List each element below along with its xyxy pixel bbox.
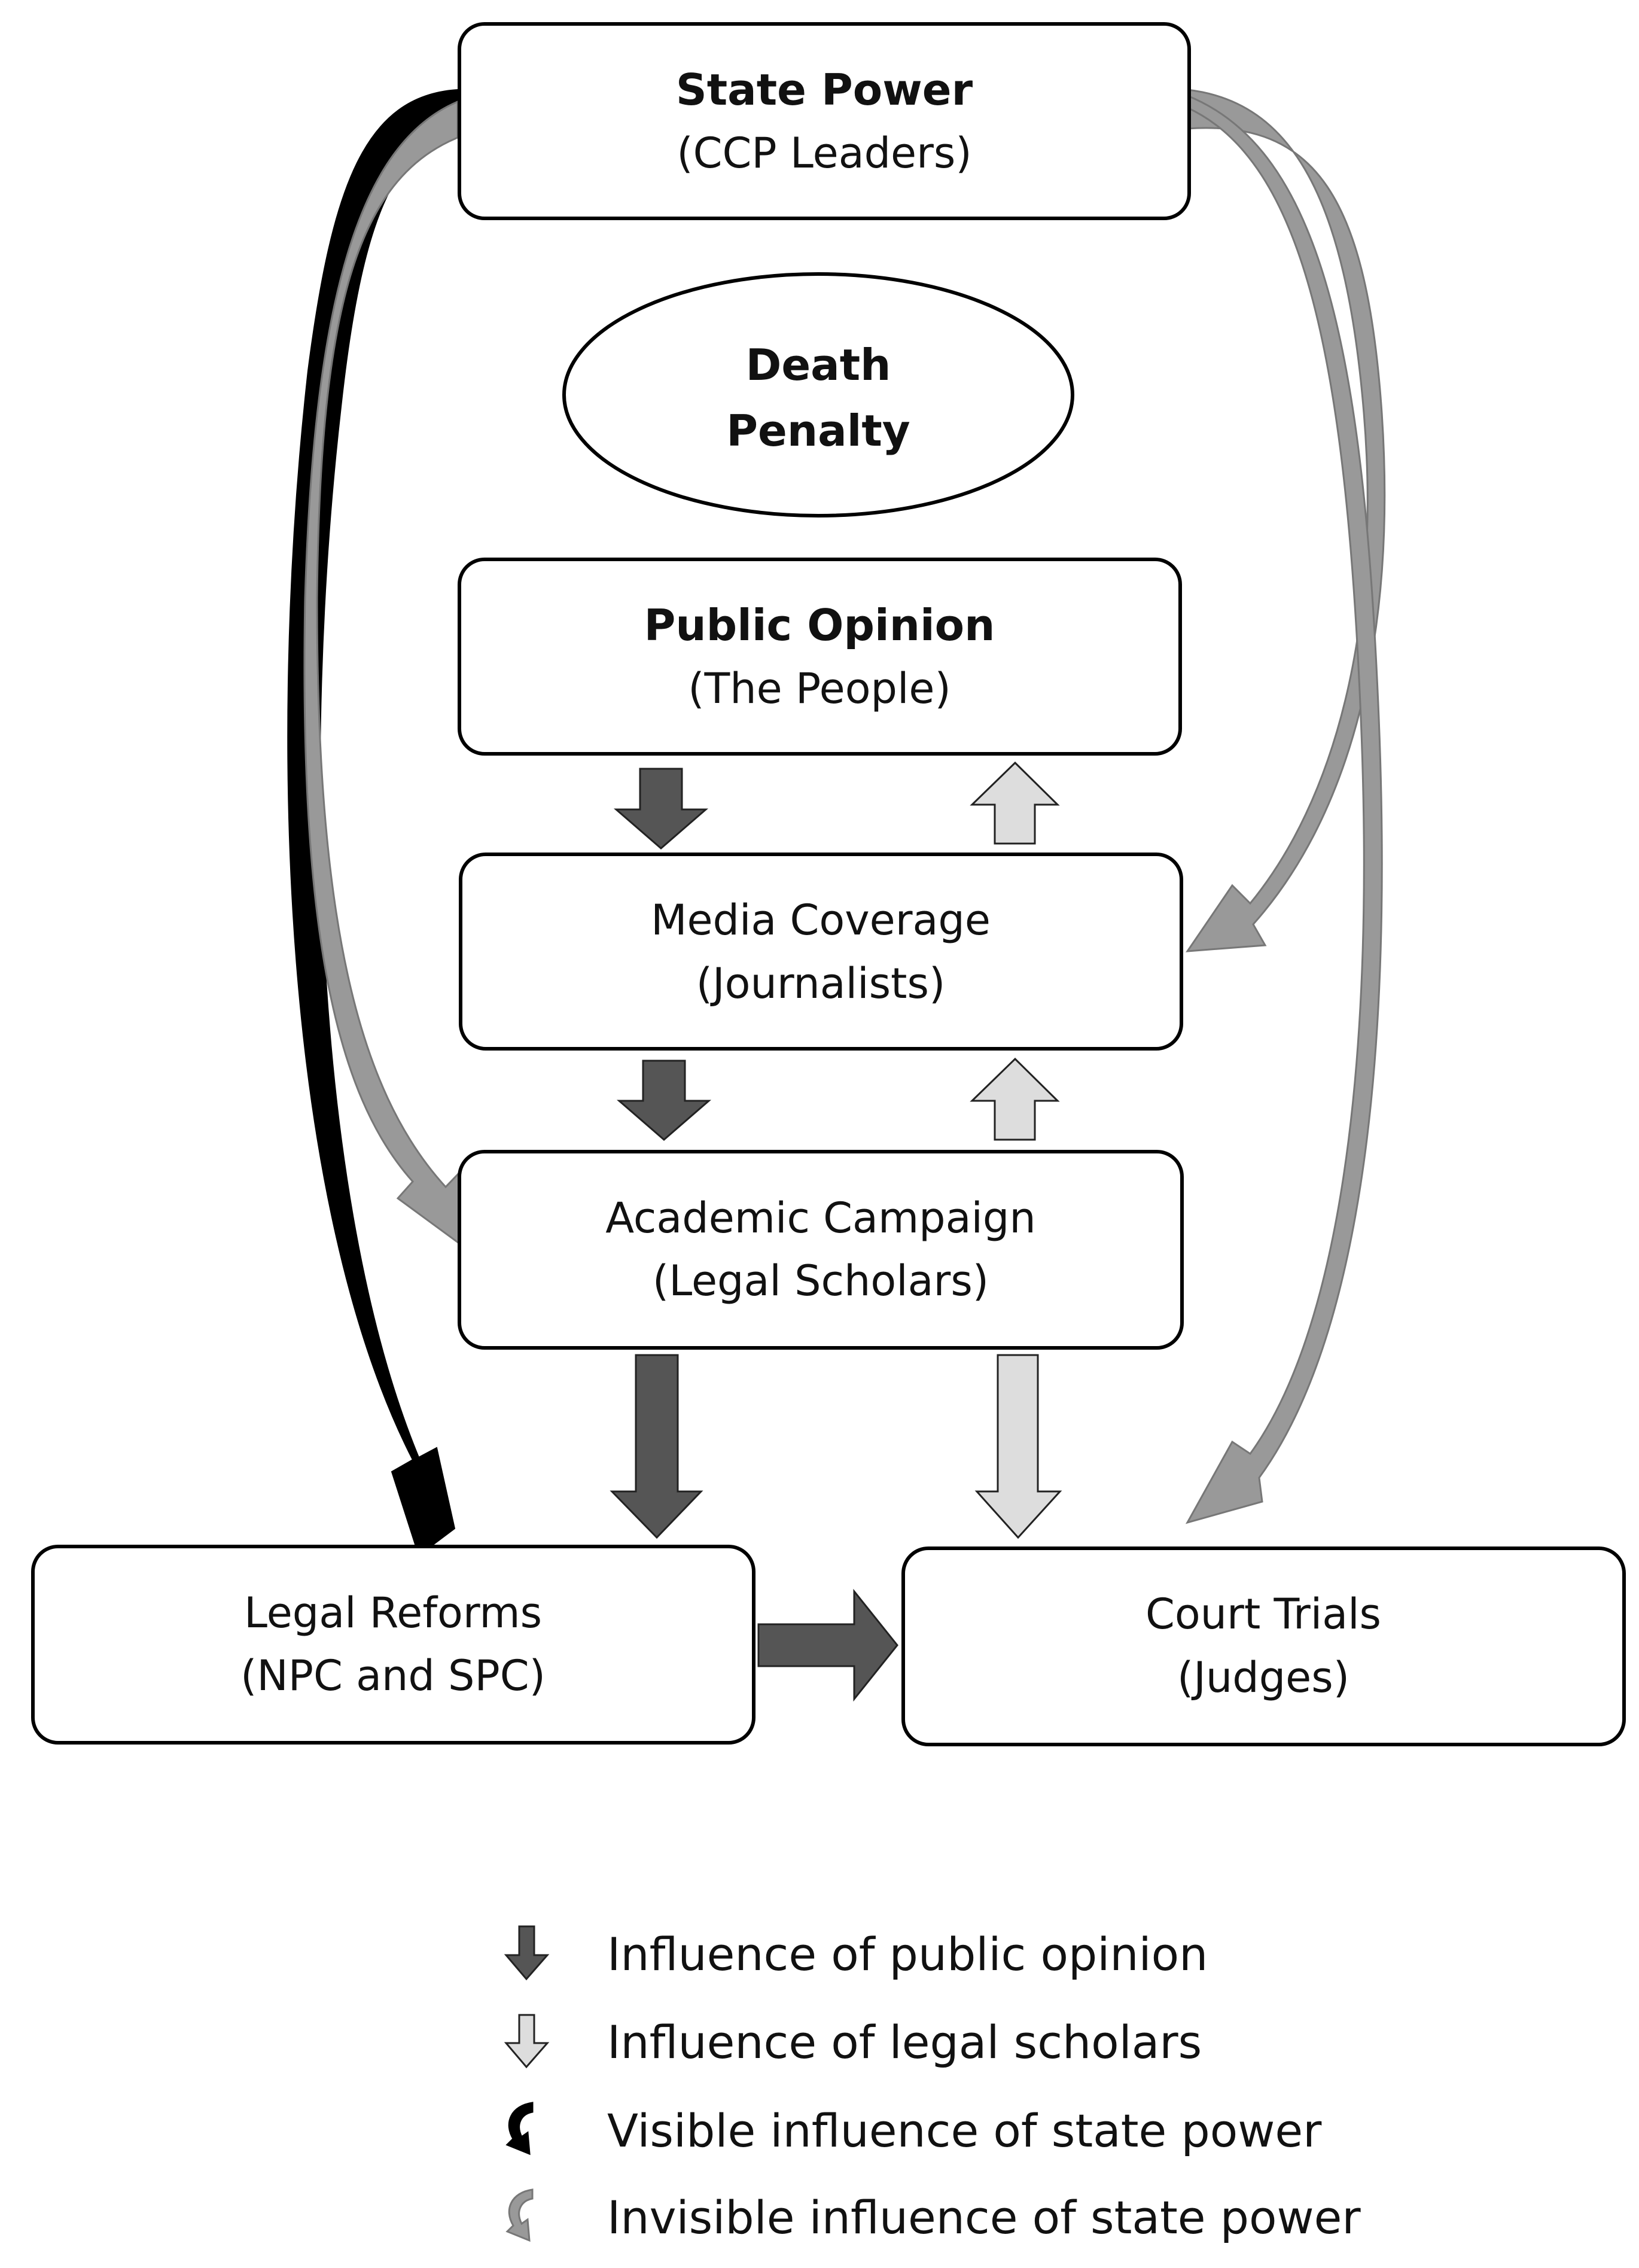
court-trials-subtitle: (Judges) — [1177, 1653, 1349, 1702]
invisible-state-influence-arrow-media — [1186, 89, 1386, 952]
legal-reforms-to-court-trials-arrow — [757, 1588, 898, 1702]
academic-campaign-title: Academic Campaign — [605, 1194, 1035, 1243]
public-to-media-arrow — [613, 768, 709, 850]
media-coverage-subtitle: (Journalists) — [696, 959, 946, 1008]
legend-item: Invisible influence of state power — [505, 2188, 1361, 2244]
legend-item: Visible influence of state power — [505, 2102, 1322, 2157]
legal-reforms-title: Legal Reforms — [244, 1588, 542, 1637]
light-gray-down-arrow-icon — [504, 2014, 550, 2069]
state-power-subtitle: (CCP Leaders) — [677, 129, 971, 178]
legend-label: Invisible influence of state power — [607, 2191, 1361, 2244]
death-penalty-ellipse: Death Penalty — [562, 272, 1074, 517]
death-penalty-line1: Death — [746, 340, 891, 390]
court-trials-title: Court Trials — [1146, 1590, 1381, 1639]
visible-state-influence-arrow — [287, 89, 458, 1557]
academic-to-legal-reforms-arrow — [610, 1354, 703, 1539]
gray-curved-arrow-icon — [505, 2188, 534, 2242]
academic-to-media-arrow — [970, 1057, 1060, 1141]
legend-label: Influence of legal scholars — [607, 2016, 1202, 2069]
public-opinion-title: Public Opinion — [644, 600, 995, 650]
dark-gray-down-arrow-icon — [504, 1925, 550, 1981]
public-opinion-box: Public Opinion (The People) — [458, 558, 1182, 756]
media-to-public-arrow — [970, 761, 1060, 845]
public-opinion-subtitle: (The People) — [688, 664, 951, 713]
state-power-title: State Power — [676, 65, 973, 115]
academic-to-court-trials-arrow — [974, 1354, 1062, 1539]
media-to-academic-arrow — [616, 1060, 712, 1141]
legend-item: Influence of public opinion — [504, 1925, 1208, 1981]
state-power-box: State Power (CCP Leaders) — [458, 22, 1191, 220]
legal-reforms-subtitle: (NPC and SPC) — [240, 1651, 546, 1700]
academic-campaign-box: Academic Campaign (Legal Scholars) — [458, 1150, 1184, 1350]
academic-campaign-subtitle: (Legal Scholars) — [653, 1256, 989, 1305]
death-penalty-line2: Penalty — [726, 406, 910, 456]
legend-label: Influence of public opinion — [607, 1928, 1208, 1981]
invisible-state-influence-arrow-court — [1185, 94, 1383, 1524]
legend-label: Visible influence of state power — [607, 2104, 1322, 2157]
media-coverage-box: Media Coverage (Journalists) — [459, 853, 1183, 1051]
court-trials-box: Court Trials (Judges) — [901, 1546, 1626, 1746]
media-coverage-title: Media Coverage — [651, 896, 991, 945]
legal-reforms-box: Legal Reforms (NPC and SPC) — [31, 1545, 755, 1745]
legend-item: Influence of legal scholars — [504, 2014, 1202, 2069]
legend: Influence of public opinion Influence of… — [504, 1925, 1361, 2244]
black-curved-arrow-icon — [505, 2102, 534, 2156]
